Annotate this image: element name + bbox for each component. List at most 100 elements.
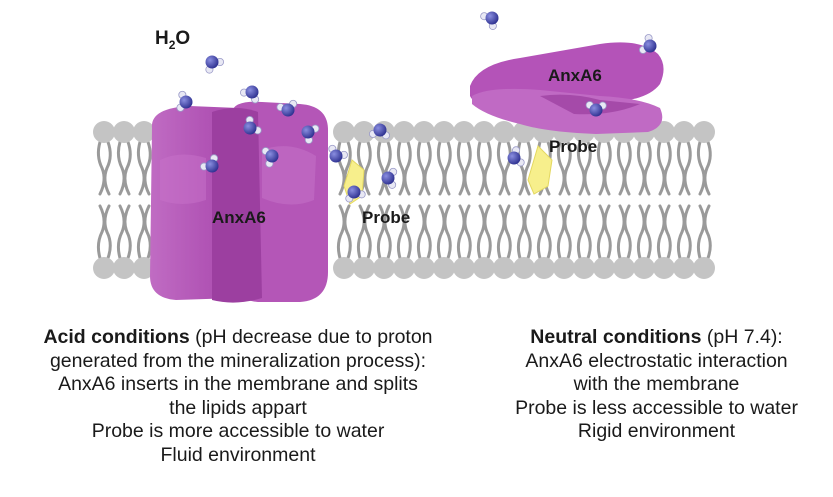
water-molecule [243,116,262,135]
lipid-tail [136,204,146,260]
lipid-tail [143,140,152,196]
lipid-head [93,121,115,143]
lipid-head [673,121,695,143]
lipid-head [93,257,115,279]
lipid-tail [523,140,532,196]
lipid-head [353,257,375,279]
lipid-head [113,257,135,279]
water-molecule [276,99,298,117]
lipid-tail [703,140,712,196]
lipid-tail [643,204,652,260]
lipid-tail [503,204,512,260]
lipid-tail [416,140,426,196]
lipid-tail [683,140,692,196]
water-molecule [585,101,607,117]
lipid-tail [676,140,686,196]
lipid-tail [103,140,112,196]
lipid-head [493,121,515,143]
lipid-head [453,257,475,279]
lipid-tail [443,140,452,196]
lipid-tail [403,140,412,196]
lipid-head [333,121,355,143]
lipid-tail [483,140,492,196]
water-molecule [639,34,657,54]
anxa6-surface-protein [470,42,664,134]
lipid-tail [383,204,392,260]
oxygen-atom [265,149,279,163]
acid-line: AnxA6 inserts in the membrane and splits [58,373,418,396]
lipid-tail [556,204,566,260]
oxygen-atom [245,85,259,99]
anxa6-label-right: AnxA6 [548,66,602,85]
oxygen-atom [507,151,521,165]
lipid-tail [543,204,552,260]
water-molecule [381,167,398,189]
lipid-head [473,121,495,143]
lipid-head [613,257,635,279]
lipid-tail [403,204,412,260]
lipid-tail [476,204,486,260]
lipid-tail [456,204,466,260]
oxygen-atom [179,95,193,109]
lipid-tail [663,140,672,196]
lipid-head [473,257,495,279]
water-molecule [369,123,390,140]
acid-heading-line: Acid conditions (pH decrease due to prot… [0,326,476,350]
lipid-tail [663,204,672,260]
acid-line: generated from the mineralization proces… [49,349,427,372]
lipid-tail [583,204,592,260]
lipid-head [673,257,695,279]
lipid-tail [143,204,152,260]
oxygen-atom [205,159,219,173]
acid-line: Fluid environment [160,443,316,466]
lipid-head [533,257,555,279]
water-molecule [480,11,499,30]
lipid-head [433,257,455,279]
acid-line: the lipids appart [169,396,307,419]
lipid-tail [563,204,572,260]
lipid-tail [456,140,466,196]
lipid-tail [96,140,106,196]
lipid-head [333,257,355,279]
water-molecules [176,11,657,203]
lipid-tail [596,140,606,196]
water-molecule [240,85,260,104]
lipid-tail [616,140,626,196]
lipid-head [113,121,135,143]
water-molecule [261,147,279,168]
lipid-tail [463,140,472,196]
oxygen-atom [301,125,315,139]
lipid-head [373,257,395,279]
lipid-tail [696,140,706,196]
lipid-tail [556,140,566,196]
lipid-tail [696,204,706,260]
water-label: H2O [155,28,190,52]
lipid-tail [636,204,646,260]
lipid-tail [123,204,132,260]
lipid-tail [636,140,646,196]
lipid-tail [396,140,406,196]
lipid-head [413,257,435,279]
lipid-tail [376,140,386,196]
lipid-head [633,257,655,279]
lipid-head [573,257,595,279]
water-molecule [176,90,193,112]
lipid-tail [423,204,432,260]
lipid-tail [96,204,106,260]
probe-right-shape [527,145,553,195]
lipid-tail [396,204,406,260]
lipid-head [553,257,575,279]
lipid-tail [603,140,612,196]
lipid-tail [376,204,386,260]
lipid-tail [523,204,532,260]
neutral-conditions-caption: Neutral conditions (pH 7.4): AnxA6 elect… [480,326,833,444]
lipid-tail [643,140,652,196]
lipid-head [493,257,515,279]
lipid-tail [503,140,512,196]
anxa6-label-left: AnxA6 [212,208,266,227]
lipid-tail [536,204,546,260]
neutral-line: AnxA6 electrostatic interaction [525,349,788,372]
water-molecule [507,146,525,167]
acid-line: Probe is more accessible to water [91,420,385,443]
membrane-diagram: H2O AnxA6 AnxA6 Probe Probe [93,11,715,303]
